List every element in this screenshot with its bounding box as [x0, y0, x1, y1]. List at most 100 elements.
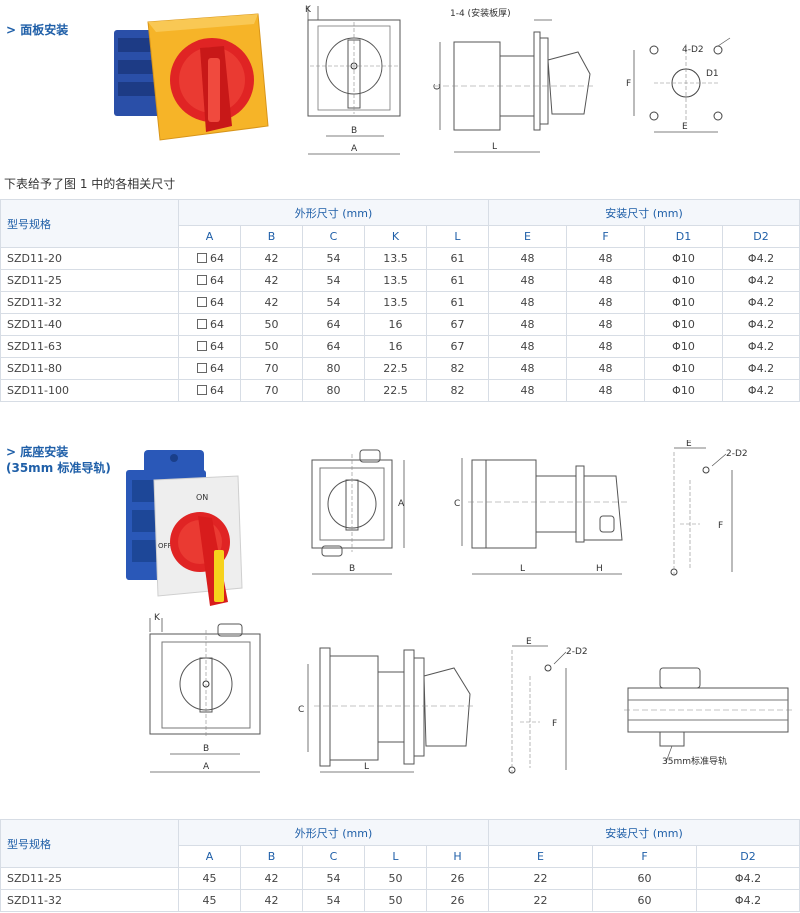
product-photo-rail-switch: ON OFF [118, 440, 248, 610]
table-cell: 48 [566, 379, 645, 402]
square-dim-cell: 64 [178, 269, 241, 292]
dim-A-label: A [351, 144, 358, 154]
model-cell: SZD11-100 [0, 379, 179, 402]
table-cell: 54 [302, 889, 365, 912]
square-dim-cell: 64 [178, 247, 241, 270]
table-cell: 80 [302, 379, 365, 402]
table-cell: 60 [592, 889, 697, 912]
thickness-label: 1-4 (安装板厚) [450, 7, 511, 19]
model-cell: SZD11-40 [0, 313, 179, 336]
t2-col-header: H [426, 845, 489, 868]
dim-E-label: E [682, 122, 688, 132]
table-cell: 54 [302, 291, 365, 314]
dim-F-label: F [626, 79, 631, 89]
table-cell: 13.5 [364, 269, 427, 292]
table-cell: 61 [426, 269, 489, 292]
rail-dim-B-label: B [349, 564, 355, 574]
table-cell: 61 [426, 247, 489, 270]
model-cell: SZD11-25 [0, 269, 179, 292]
rail2-dim-K-label: K [154, 613, 161, 623]
rail-label: 35mm标准导轨 [662, 755, 727, 767]
table-cell: 70 [240, 357, 303, 380]
rail-front-view-2-drawing: K B A [140, 612, 270, 780]
table-cell: 64 [302, 313, 365, 336]
rail2-dim-2D2-label: 2-D2 [566, 647, 588, 657]
rail-side-view-drawing: C L H [448, 440, 634, 580]
table-cell: 50 [364, 867, 427, 890]
dim-B-label: B [351, 126, 357, 136]
table-cell: 54 [302, 269, 365, 292]
table-cell: 13.5 [364, 247, 427, 270]
square-dim-cell: 64 [178, 357, 241, 380]
square-icon [197, 363, 207, 373]
t2-col-header: L [364, 845, 427, 868]
table-cell: 22.5 [364, 379, 427, 402]
table-cell: 48 [488, 335, 567, 358]
table-cell: Φ4.2 [721, 357, 800, 380]
table-cell: Φ10 [644, 269, 723, 292]
t1-col-header: B [240, 225, 303, 248]
side-view-drawing: 1-4 (安装板厚) C L [428, 2, 598, 162]
table-cell: 22 [488, 867, 593, 890]
rail-dim-F-label: F [718, 521, 723, 531]
table-caption: 下表给予了图 1 中的各相关尺寸 [4, 177, 176, 191]
table-cell: Φ4.2 [696, 867, 800, 890]
table-cell: 48 [566, 335, 645, 358]
table-cell: Φ4.2 [721, 335, 800, 358]
t2-col-header: F [592, 845, 697, 868]
section-title-rail-mount: > 底座安装 [6, 445, 69, 459]
table-cell: Φ10 [644, 335, 723, 358]
dim-D1-label: D1 [706, 69, 719, 79]
square-icon [197, 275, 207, 285]
table-cell: 67 [426, 335, 489, 358]
table-cell: 42 [240, 291, 303, 314]
rail-side-view-2-drawing: C L [294, 634, 480, 780]
table-cell: 60 [592, 867, 697, 890]
table2-group-outer: 外形尺寸 (mm) [178, 819, 489, 846]
t1-col-header: C [302, 225, 365, 248]
rail2-dim-L-label: L [364, 762, 369, 772]
table-cell: 42 [240, 867, 303, 890]
cell-value: 64 [210, 384, 224, 397]
cell-value: 64 [210, 340, 224, 353]
rail2-dim-A-label: A [203, 762, 210, 772]
dim-K-label: K [305, 5, 312, 15]
model-cell: SZD11-20 [0, 247, 179, 270]
din-rail-drawing: 35mm标准导轨 [620, 660, 796, 770]
table-cell: 54 [302, 867, 365, 890]
front-view-drawing: K B A [296, 2, 408, 162]
rail-dim-E-label: E [686, 440, 692, 449]
on-mark: ON [196, 493, 208, 502]
square-dim-cell: 64 [178, 379, 241, 402]
table-cell: 42 [240, 247, 303, 270]
section-title-panel-mount: > 面板安装 [6, 23, 69, 37]
table-cell: 82 [426, 357, 489, 380]
table-cell: Φ4.2 [721, 379, 800, 402]
rail2-dim-F-label: F [552, 719, 557, 729]
t2-col-header: E [488, 845, 593, 868]
square-icon [197, 385, 207, 395]
table2-group-install: 安装尺寸 (mm) [488, 819, 800, 846]
table-cell: Φ10 [644, 313, 723, 336]
table-cell: 42 [240, 269, 303, 292]
cell-value: 64 [210, 274, 224, 287]
rail2-dim-E-label: E [526, 637, 532, 647]
rail-dim-H-label: H [596, 564, 603, 574]
table-cell: 64 [302, 335, 365, 358]
table-cell: 54 [302, 247, 365, 270]
table-cell: 48 [566, 357, 645, 380]
t1-col-header: A [178, 225, 241, 248]
table-cell: 48 [566, 291, 645, 314]
cell-value: 64 [210, 318, 224, 331]
square-dim-cell: 64 [178, 291, 241, 314]
table-cell: 45 [178, 867, 241, 890]
table-cell: 22.5 [364, 357, 427, 380]
table2-header-model: 型号规格 [0, 819, 179, 868]
table-cell: 67 [426, 313, 489, 336]
table-cell: Φ10 [644, 357, 723, 380]
